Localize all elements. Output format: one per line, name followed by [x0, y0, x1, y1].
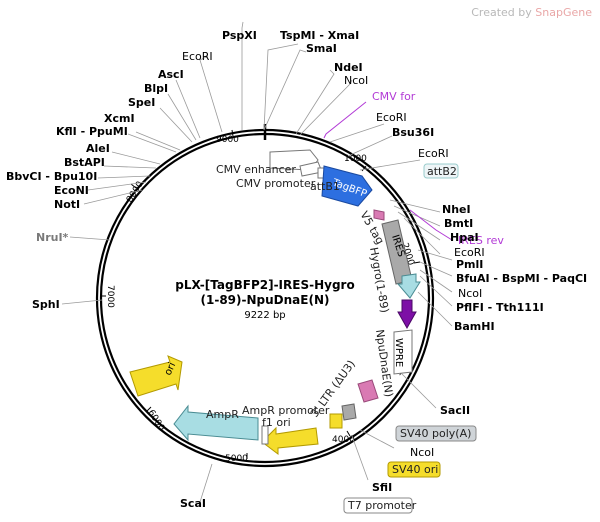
tick-label-5000: 5000: [225, 454, 248, 464]
attb2-badge: [423, 163, 459, 179]
feature-label-cmv-enhancer: CMV enhancer: [216, 163, 296, 176]
feature-label-attb1: attB1: [310, 180, 340, 193]
site-bamhi: BamHI: [454, 320, 495, 333]
site-bstapi: BstAPI: [64, 156, 105, 169]
feature-label-npudnae: NpuDnaE(N): [373, 329, 395, 398]
site-scai: ScaI: [180, 497, 206, 510]
primer-ires-rev: IRES rev: [458, 234, 504, 247]
sv40-polya-badge: [395, 425, 477, 442]
boxed-labels: attB2 SV40 poly(A) SV40 ori T7 promoter: [343, 163, 477, 514]
sv40-ori-label: SV40 ori: [392, 463, 438, 476]
site-alei: AleI: [86, 142, 110, 155]
tick-label-6000: 6000: [145, 408, 166, 433]
site-pspxi: PspXI: [222, 29, 257, 42]
ltr-box: [357, 379, 379, 403]
primer-cmv-for: CMV for: [372, 90, 416, 103]
restriction-sites: PspXI TspMI - XmaI SmaI EcoRI NdeI NcoI …: [6, 29, 587, 510]
site-kfli-ppumi: KflI - PpuMI: [56, 125, 128, 138]
wpre-label: WPRE: [393, 338, 404, 367]
site-blpi: BlpI: [144, 82, 168, 95]
feature-label-ampr: AmpR: [206, 408, 239, 421]
feature-label-cmv-promoter: CMV promoter: [236, 177, 316, 190]
ori-arrow: [129, 355, 183, 397]
sv40-ori-box: [329, 413, 343, 429]
t7-promoter-label: T7 promoter: [347, 499, 417, 512]
site-ecori-1: EcoRI: [376, 111, 407, 124]
site-noti: NotI: [54, 198, 80, 211]
site-nrui: NruI*: [36, 231, 69, 244]
site-ecori-top: EcoRI: [182, 50, 213, 63]
attb2-label: attB2: [427, 165, 457, 178]
credit-brand: SnapGene: [535, 6, 592, 19]
site-bmti: BmtI: [444, 217, 473, 230]
ltr-gray-box: [341, 403, 357, 421]
site-pflfi-tth111i: PflFI - Tth111I: [456, 301, 544, 314]
primer-lines: [323, 101, 453, 241]
plasmid-name-line2: (1-89)-NpuDnaE(N): [201, 293, 330, 307]
site-sfii: SfiI: [372, 481, 392, 494]
site-ncoi-mid: NcoI: [458, 287, 482, 300]
sv40-polya-label: SV40 poly(A): [400, 427, 471, 440]
site-pmli: PmlI: [456, 258, 483, 271]
site-smai: SmaI: [306, 42, 337, 55]
site-ecori-2: EcoRI: [418, 147, 449, 160]
feature-label-ampr-promoter: AmpR promoter: [242, 404, 330, 417]
site-tspmi-xmai: TspMI - XmaI: [280, 29, 359, 42]
site-ndei: NdeI: [334, 61, 363, 74]
plasmid-size: 9222 bp: [244, 310, 285, 321]
credit-prefix: Created by: [471, 6, 532, 19]
wpre-box: [393, 329, 413, 375]
features: TagBFP IRES WPRE ori: [129, 149, 421, 455]
feature-label-hygro: Hygro(1-89): [367, 246, 391, 314]
tagbfp-arrow: [321, 165, 373, 207]
sv40-ori-badge: [387, 461, 441, 478]
ori-label: ori: [163, 361, 178, 377]
f1-ori-arrow: [261, 426, 319, 455]
feature-label-f1-ori: f1 ori: [262, 416, 291, 429]
site-bbvci-bpu10i: BbvCI - Bpu10I: [6, 170, 97, 183]
tick-label-7000: 7000: [105, 285, 115, 308]
site-hpai: HpaI: [450, 231, 479, 244]
tick-label-1000: 1000: [344, 154, 367, 164]
tick-label-4000: 4000: [332, 435, 355, 445]
hygro-arrow: [396, 273, 421, 299]
site-nhei: NheI: [442, 203, 471, 216]
site-xcmi: XcmI: [104, 112, 135, 125]
site-ecori-3: EcoRI: [454, 246, 485, 259]
v5-tag-box: [373, 209, 385, 221]
npu-arrow: [397, 299, 417, 330]
tick-label-9000: 9000: [216, 135, 239, 145]
plasmid-name-line1: pLX-[TagBFP2]-IRES-Hygro: [175, 278, 354, 292]
snapgene-credit: Created by SnapGene: [471, 6, 592, 19]
site-sacii: SacII: [440, 404, 470, 417]
ampr-arrow: [173, 404, 259, 442]
site-econi: EcoNI: [54, 184, 89, 197]
t7-promoter-badge: [343, 497, 413, 514]
site-asci: AscI: [158, 68, 184, 81]
site-ncoi-top: NcoI: [344, 74, 368, 87]
ampr-promoter-box: [261, 425, 269, 445]
site-ncoi-bottom: NcoI: [410, 446, 434, 459]
site-bfuai-bspmi-paqci: BfuAI - BspMI - PaqCI: [456, 272, 587, 285]
site-sphi: SphI: [32, 298, 60, 311]
site-bsu36i: Bsu36I: [392, 126, 434, 139]
site-spei: SpeI: [128, 96, 155, 109]
